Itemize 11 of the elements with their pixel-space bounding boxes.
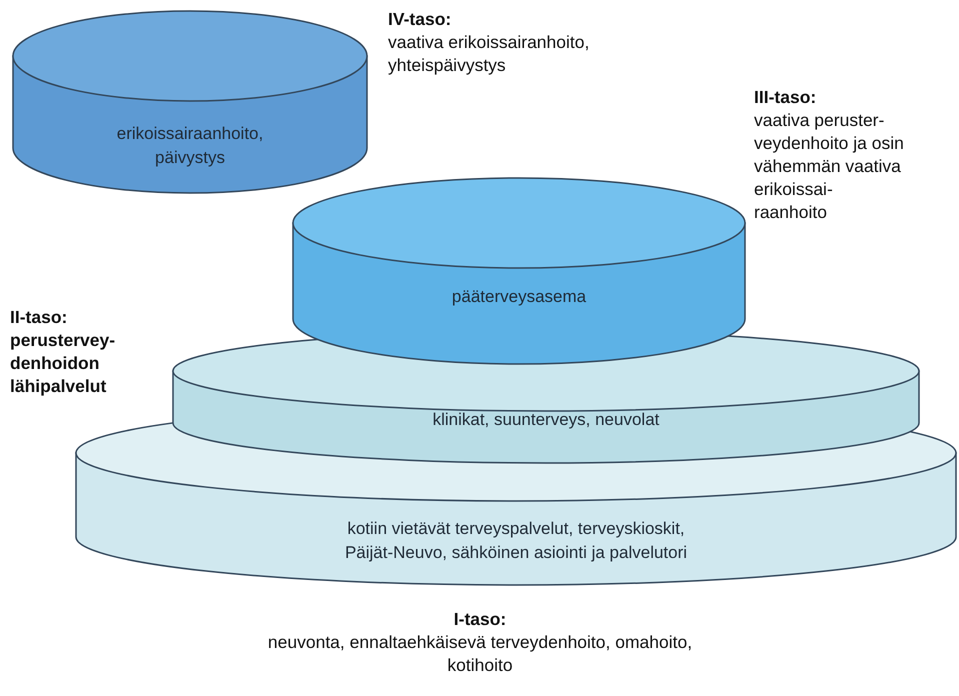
level-description: vaativa erikoissairanhoito, yhteispäivystys [388,31,590,77]
level-heading: I-taso: [452,608,508,631]
tier-label: kotiin vietävät terveyspalvelut, terveyskioskit, Päijät-Neuvo, sähköinen asiointi ja palvelutori [344,518,688,564]
tier-label: erikoissairaanhoito, päivystys [116,123,264,169]
level-heading: III-taso: [754,86,818,109]
level-heading: IV-taso: [388,8,452,31]
level-heading: II-taso: perustervey- denhoidon lähipalvelut [10,306,116,398]
tier-label: pääterveysasema [450,286,588,308]
level-description: neuvonta, ennaltaehkäisevä terveydenhoito, omahoito, kotihoito [266,631,694,677]
tier-label: klinikat, suunterveys, neuvolat [432,409,660,431]
level-description: vaativa peruster- veydenhoito ja osin vähemmän vaativa erikoissai- raanhoito [754,109,904,224]
